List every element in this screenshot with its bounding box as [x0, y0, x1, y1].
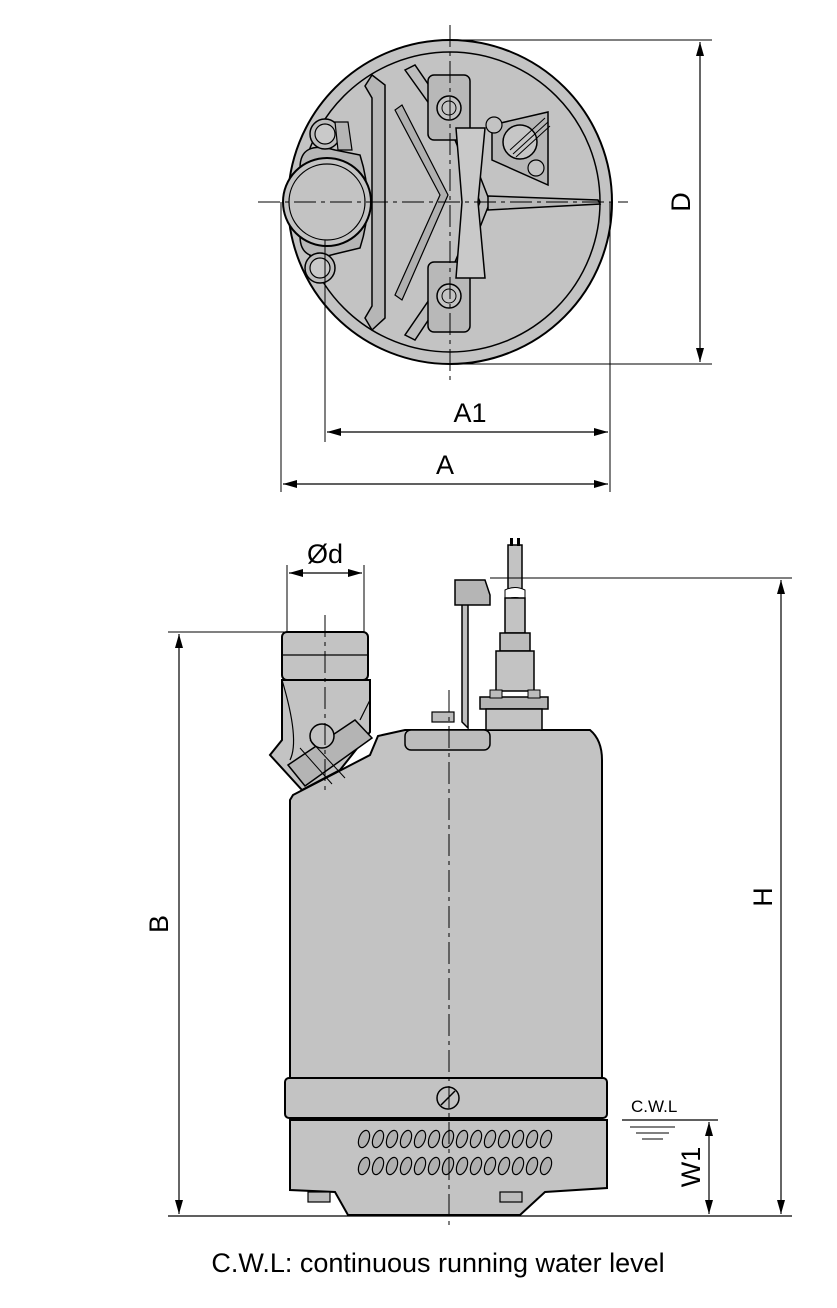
strainer-slot — [469, 1129, 483, 1149]
dim-D-label: D — [666, 192, 696, 212]
strainer-slot — [357, 1156, 371, 1176]
side-view-handle — [461, 595, 469, 730]
caption: C.W.L: continuous running water level — [211, 1248, 664, 1278]
strainer-slot — [511, 1156, 525, 1176]
top-view-mount-upper — [427, 74, 471, 141]
strainer-slot — [427, 1156, 441, 1176]
strainer-slot — [483, 1156, 497, 1176]
strainer-slot — [511, 1129, 525, 1149]
strainer-slot — [525, 1156, 539, 1176]
strainer-slot — [399, 1156, 413, 1176]
strainer-slot — [413, 1156, 427, 1176]
strainer-slot — [385, 1156, 399, 1176]
strainer-slot — [399, 1129, 413, 1149]
cwl-mark-label: C.W.L — [631, 1097, 677, 1116]
strainer-slot — [497, 1129, 511, 1149]
top-view-outlet-bolt-upper — [309, 118, 353, 151]
strainer-slot — [357, 1129, 371, 1149]
strainer-slot — [441, 1156, 455, 1176]
strainer-slot — [441, 1129, 455, 1149]
side-view-handle-grip — [454, 579, 491, 606]
strainer-slot — [427, 1129, 441, 1149]
strainer-slot — [469, 1156, 483, 1176]
side-view: Ød B H C.W.L W1 — [144, 538, 792, 1230]
top-view-spoke — [487, 195, 602, 211]
strainer-slot — [385, 1129, 399, 1149]
side-view-flange-bolt — [309, 723, 335, 749]
dim-W1-label: W1 — [676, 1147, 706, 1188]
side-view-strainer-slots — [357, 1129, 553, 1176]
strainer-slot — [371, 1129, 385, 1149]
strainer-slot — [497, 1156, 511, 1176]
top-view-cable-gland — [485, 111, 551, 187]
dim-A-label: A — [436, 450, 454, 480]
strainer-slot — [413, 1129, 427, 1149]
top-view-mount-lower — [427, 261, 471, 333]
top-view: D A1 A — [258, 25, 712, 492]
strainer-slot — [455, 1156, 469, 1176]
strainer-slot — [483, 1129, 497, 1149]
strainer-slot — [371, 1156, 385, 1176]
top-view-handle-grip — [455, 127, 486, 279]
dim-H-label: H — [748, 887, 778, 907]
dim-A1-label: A1 — [453, 398, 486, 428]
strainer-slot — [455, 1129, 469, 1149]
side-view-cable — [479, 538, 549, 731]
dim-B-label: B — [144, 915, 174, 933]
side-view-motor-body — [289, 729, 603, 1081]
dim-d-label: Ød — [307, 539, 343, 569]
strainer-slot — [539, 1156, 553, 1176]
top-view-outlet-bolt-lower — [304, 252, 336, 284]
strainer-slot — [525, 1129, 539, 1149]
strainer-slot — [539, 1129, 553, 1149]
